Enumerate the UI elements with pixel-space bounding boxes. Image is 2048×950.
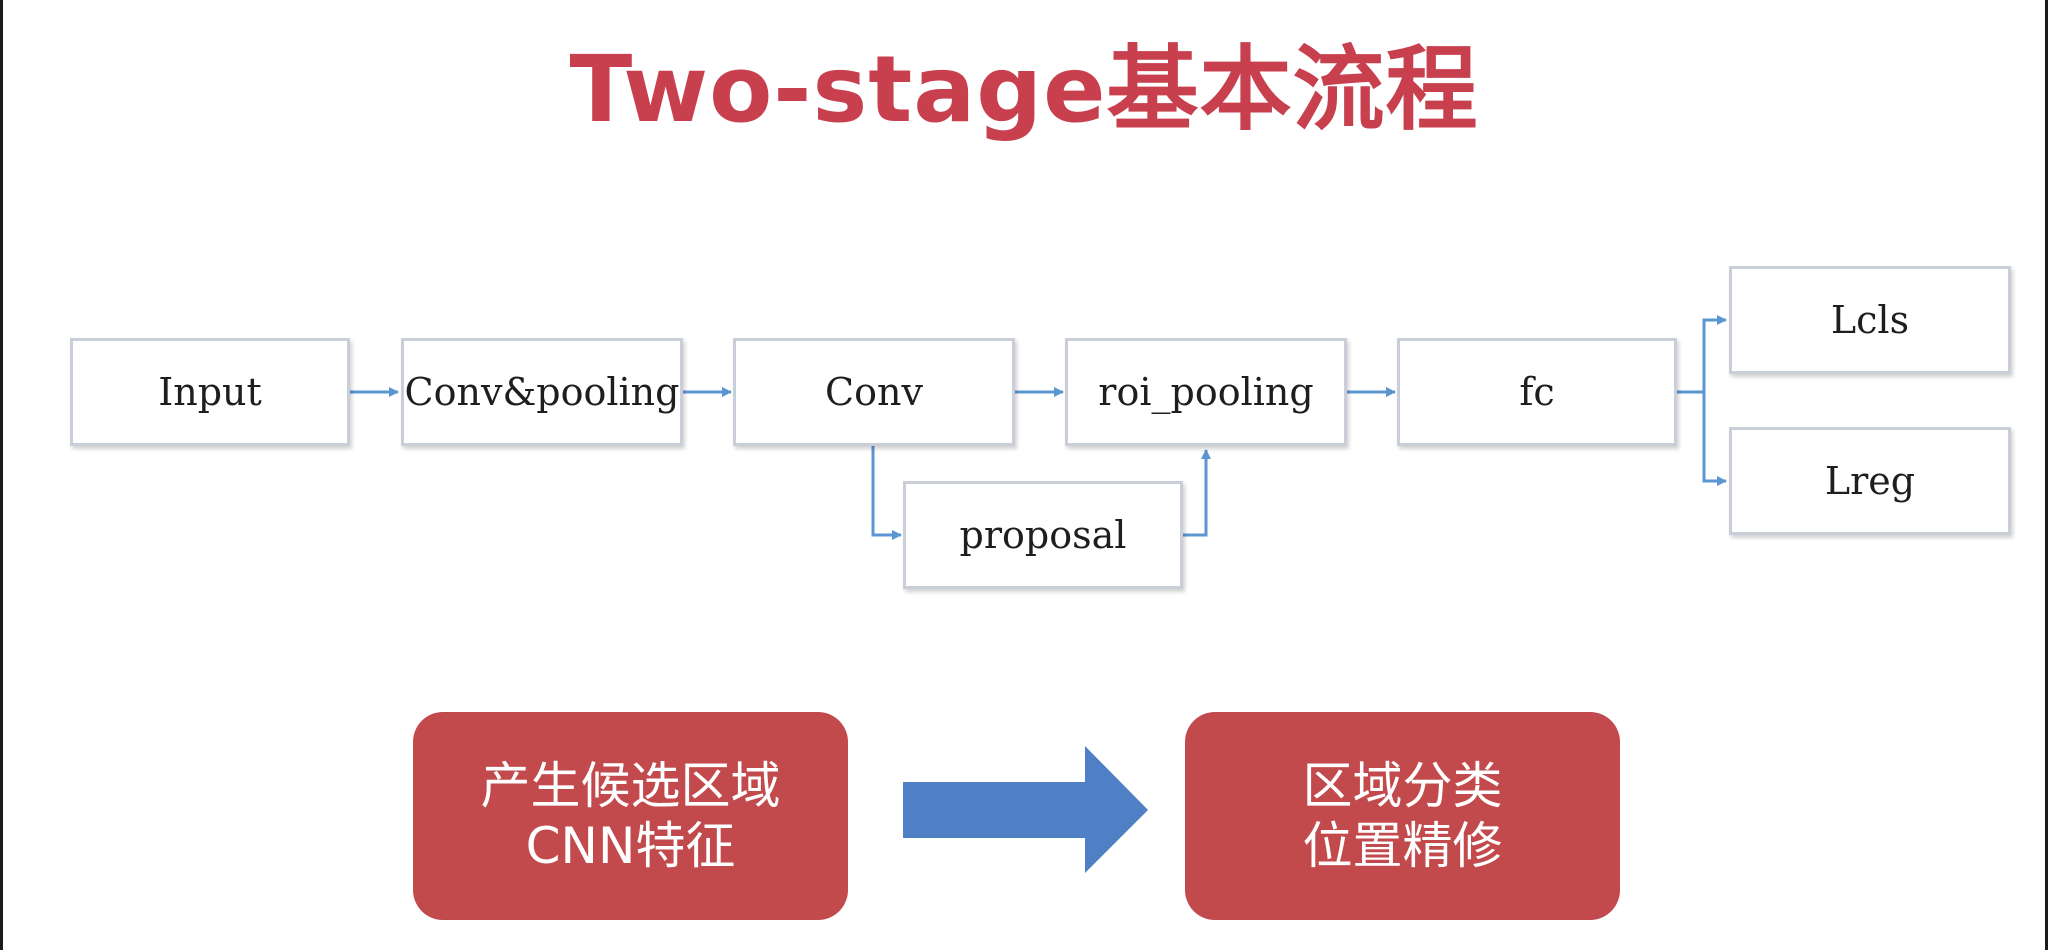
node-conv: Conv — [733, 338, 1015, 446]
node-proposal: proposal — [903, 481, 1183, 589]
node-input: Input — [70, 338, 350, 446]
node-roi-pooling: roi_pooling — [1065, 338, 1347, 446]
node-lcls: Lcls — [1729, 266, 2011, 374]
node-conv-pooling: Conv&pooling — [401, 338, 683, 446]
stage1-line1: 产生候选区域 — [480, 757, 781, 815]
stage2-line1: 区域分类 — [1302, 757, 1503, 815]
slide-title: Two-stage基本流程 — [569, 36, 1479, 143]
node-lreg: Lreg — [1729, 427, 2011, 535]
stage1-box: 产生候选区域 CNN特征 — [413, 712, 848, 920]
stage2-box: 区域分类 位置精修 — [1185, 712, 1620, 920]
node-fc: fc — [1397, 338, 1677, 446]
stage2-line2: 位置精修 — [1302, 817, 1503, 875]
stage1-line2: CNN特征 — [525, 817, 736, 875]
